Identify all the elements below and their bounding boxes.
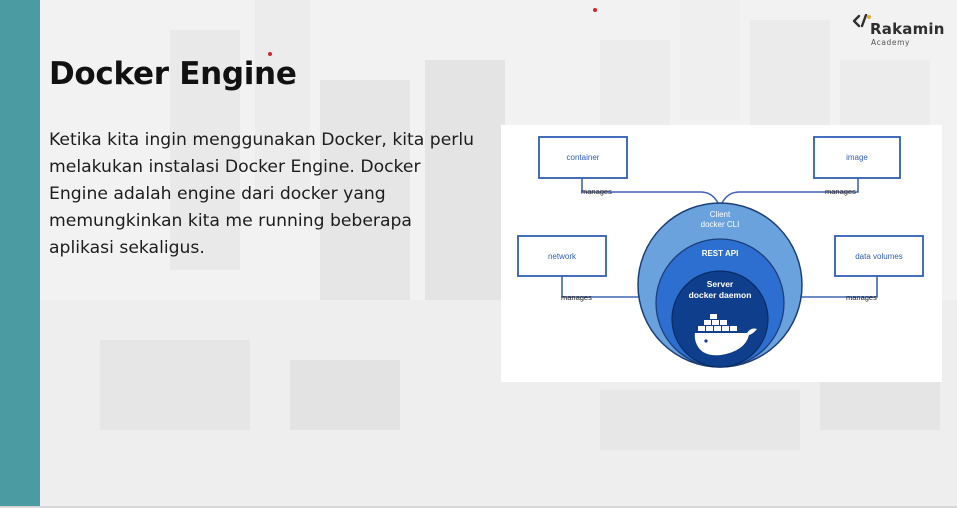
logo-subtitle: Academy: [871, 38, 911, 47]
client-label: Client: [710, 210, 731, 219]
rakamin-logo-icon: [852, 14, 871, 28]
docker-whale-icon: [694, 314, 757, 356]
connector-container: [581, 178, 720, 206]
city-skyline-background: [40, 0, 957, 508]
edge-label-data-volumes: manages: [846, 293, 877, 302]
red-dot-marker: [268, 52, 272, 56]
connector-image: [720, 178, 859, 206]
connector-data-volumes: [801, 276, 878, 298]
accent-sidebar: [0, 0, 40, 508]
edge-label-network: manages: [561, 293, 592, 302]
slide-title: Docker Engine: [49, 56, 297, 92]
edge-label-image: manages: [825, 187, 856, 196]
rakamin-logo: Rakamin Academy: [852, 14, 947, 48]
diagram-canvas: container image network data volumes man…: [517, 136, 924, 368]
box-data-volumes: data volumes: [834, 235, 924, 277]
rest-api-label: REST API: [702, 249, 739, 258]
edge-label-container: manages: [581, 187, 612, 196]
connector-network: [561, 276, 639, 298]
bottom-divider: [0, 506, 957, 508]
server-label: Server: [707, 279, 734, 289]
server-sublabel: docker daemon: [689, 290, 752, 300]
box-container-label: container: [567, 153, 600, 162]
box-network-label: network: [548, 252, 577, 261]
logo-name: Rakamin: [870, 20, 945, 38]
slide-body-text: Ketika kita ingin menggunakan Docker, ki…: [49, 130, 475, 258]
red-dot-marker: [593, 8, 597, 12]
box-network: network: [517, 235, 607, 277]
box-container: container: [538, 136, 628, 179]
client-sublabel: docker CLI: [701, 220, 740, 229]
docker-engine-diagram: container image network data volumes man…: [501, 125, 942, 382]
box-image: image: [813, 136, 901, 179]
box-image-label: image: [846, 153, 868, 162]
box-data-volumes-label: data volumes: [855, 252, 903, 261]
diagram-connectors: [561, 178, 878, 298]
